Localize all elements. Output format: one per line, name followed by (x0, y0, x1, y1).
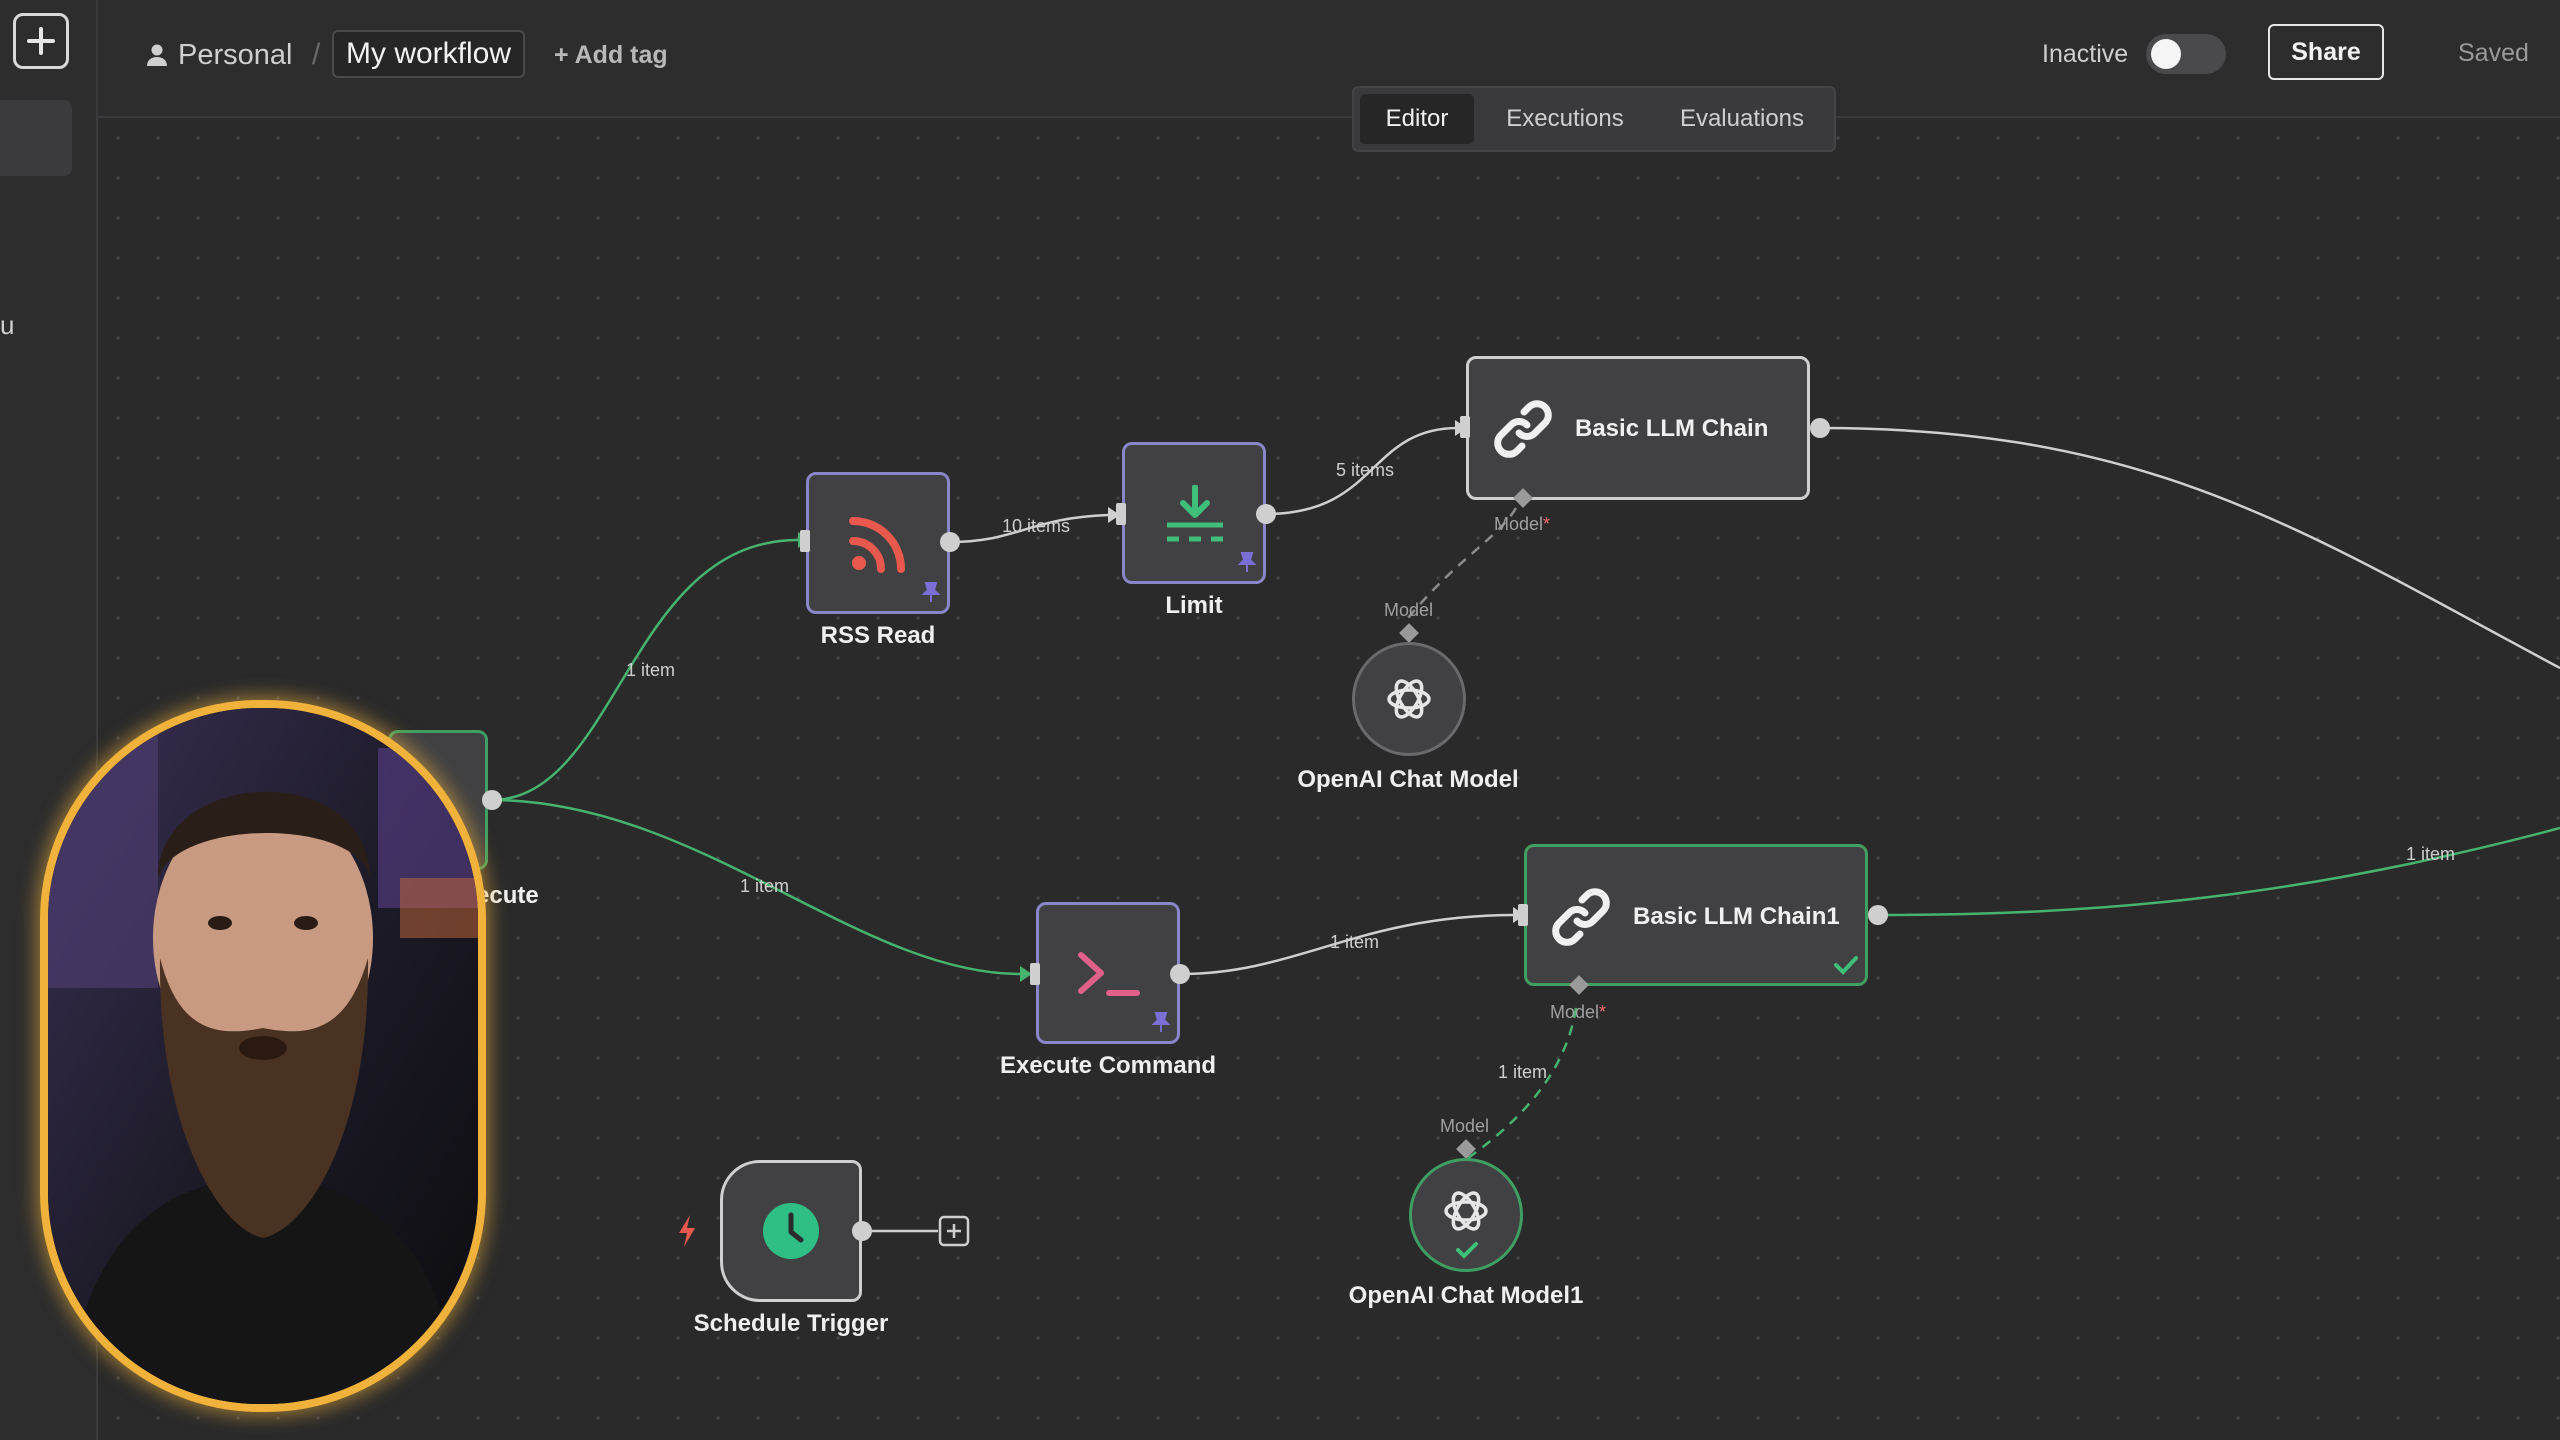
pin-icon (1151, 1012, 1171, 1032)
tab-editor[interactable]: Editor (1360, 94, 1474, 144)
edge-exec-llm2[interactable] (1180, 913, 1517, 976)
node-label: RSS Read (820, 622, 936, 649)
node-label: ecute (476, 882, 539, 909)
node-title: Basic LLM Chain1 (1633, 903, 1840, 930)
edge-label: 1 item (1498, 1062, 1548, 1082)
edge-llm2-out[interactable] (1877, 826, 2560, 917)
user-icon (147, 44, 167, 66)
edge-label: 1 item (1330, 932, 1380, 952)
active-toggle[interactable] (2146, 34, 2226, 74)
input-port[interactable] (1518, 904, 1528, 926)
clock-icon (763, 1203, 819, 1259)
input-port[interactable] (1460, 416, 1470, 438)
output-port[interactable] (1868, 905, 1888, 925)
node-label: OpenAI Chat Model1 (1348, 1282, 1584, 1309)
edge-label: 10 items (1002, 516, 1071, 536)
output-port[interactable] (1256, 504, 1276, 524)
connections-layer (490, 420, 2560, 1247)
node-label: Schedule Trigger (693, 1310, 889, 1337)
schedule-trigger-node[interactable] (720, 1160, 862, 1302)
openai-chat-model1-node[interactable] (1409, 1158, 1523, 1272)
terminal-icon (1078, 952, 1140, 996)
model-port-label: Model (1440, 1116, 1490, 1136)
toggle-knob (2151, 39, 2181, 69)
pin-icon (921, 582, 941, 602)
edge-label: 1 item (740, 876, 790, 896)
limit-node[interactable] (1122, 442, 1266, 584)
rss-icon (849, 517, 905, 573)
tab-executions[interactable]: Executions (1506, 105, 1624, 132)
plus-icon (27, 27, 55, 55)
active-status-label: Inactive (2042, 39, 2129, 68)
link-icon (1494, 400, 1552, 458)
rss-read-node[interactable] (806, 472, 950, 614)
edge-label: 5 items (1336, 460, 1395, 480)
node-label: OpenAI Chat Model (1297, 766, 1519, 793)
check-icon (1456, 1242, 1478, 1259)
node-label: Limit (1165, 592, 1223, 619)
output-port[interactable] (1170, 964, 1190, 984)
check-icon (1834, 956, 1858, 975)
basic-llm-chain1-node[interactable]: Basic LLM Chain1 (1524, 844, 1868, 986)
output-port[interactable] (940, 532, 960, 552)
edge-label: 1 item (2406, 844, 2456, 864)
output-port[interactable] (1810, 418, 1830, 438)
workflow-canvas[interactable]: 1 item 10 items 5 items 1 item 1 item 1 … (98, 118, 2560, 1440)
openai-chat-model-node[interactable] (1352, 642, 1466, 756)
edge-model-llm1[interactable] (1407, 507, 1518, 619)
edge-model-llm2[interactable] (1467, 1007, 1578, 1160)
output-port[interactable] (482, 790, 502, 810)
edge-limit-llm[interactable] (1265, 426, 1459, 516)
output-port[interactable] (852, 1221, 872, 1241)
workflow-name-input[interactable]: My workflow (332, 30, 526, 78)
model-port-label: Model (1384, 600, 1434, 620)
sidebar-item-label: u (0, 310, 15, 340)
input-port[interactable] (800, 530, 810, 552)
input-port[interactable] (1116, 503, 1126, 525)
breadcrumb-separator: / (312, 38, 321, 71)
project-name: Personal (178, 38, 293, 71)
link-icon (1552, 888, 1610, 946)
basic-llm-chain-node[interactable]: Basic LLM Chain (1466, 356, 1810, 500)
breadcrumb-project[interactable]: Personal (146, 0, 292, 110)
edge-label: 1 item (626, 660, 676, 680)
lightning-icon (679, 1215, 695, 1247)
top-header: Personal / My workflow + Add tag Inactiv… (98, 0, 2560, 118)
save-status: Saved (2458, 38, 2529, 67)
execute-command-node[interactable] (1036, 902, 1180, 1044)
model-port-label: Model* (1494, 514, 1551, 534)
node-title: Basic LLM Chain (1575, 415, 1769, 442)
edge-llm-out[interactable] (1819, 426, 2560, 670)
edge-trigger-rss[interactable] (490, 538, 799, 802)
node-label: Execute Command (999, 1052, 1217, 1079)
add-workflow-button[interactable] (13, 13, 69, 69)
limit-icon (1167, 485, 1223, 542)
presenter-webcam (40, 700, 486, 1412)
openai-icon (1387, 679, 1431, 719)
edge-rss-limit[interactable] (949, 513, 1109, 544)
tab-evaluations[interactable]: Evaluations (1679, 105, 1805, 132)
add-tag-button[interactable]: + Add tag (554, 40, 668, 69)
view-tabs: Editor Executions Evaluations (1352, 86, 1836, 152)
edge-trigger-exec[interactable] (490, 798, 1021, 976)
model-port-label: Model* (1550, 1002, 1607, 1022)
pin-icon (1237, 552, 1257, 572)
input-port[interactable] (1030, 963, 1040, 985)
share-button[interactable]: Share (2268, 24, 2384, 80)
presenter-photo (48, 708, 478, 1404)
openai-icon (1444, 1191, 1488, 1231)
sidebar-item-active[interactable] (0, 100, 72, 176)
